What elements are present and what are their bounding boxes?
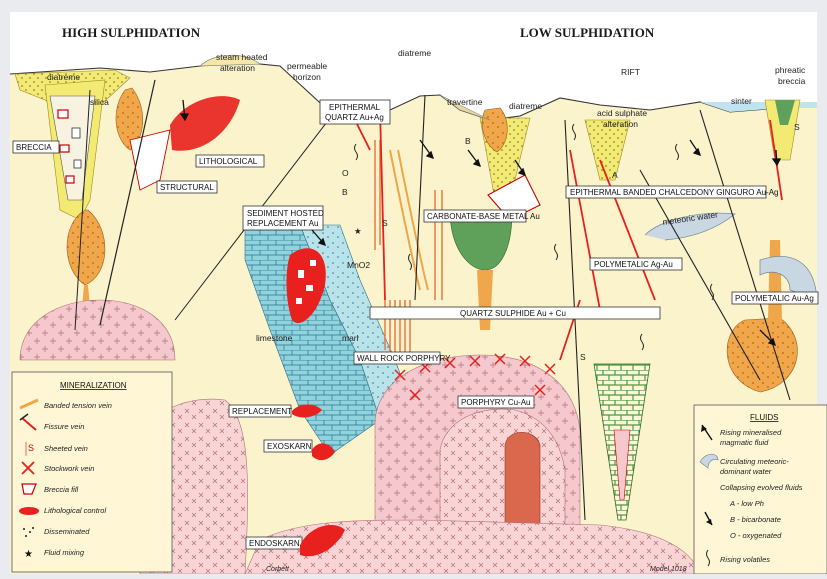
label-diatreme-left: diatreme [47,72,80,82]
svg-text:★: ★ [24,549,33,560]
svg-text:STRUCTURAL: STRUCTURAL [160,183,214,192]
label-diatreme-mid: diatreme [509,101,542,111]
legend-item: Breccia fill [44,485,79,494]
svg-text:PORPHYRY Cu-Au: PORPHYRY Cu-Au [461,398,531,407]
label-silica: silica [90,97,109,107]
label-steam-heated-1: steam heated [216,52,268,62]
legend-item: Lithological control [44,506,106,515]
label-phreatic-2: breccia [778,76,806,86]
svg-text:LITHOLOGICAL: LITHOLOGICAL [199,157,258,166]
svg-text:POLYMETALIC Au-Ag: POLYMETALIC Au-Ag [735,294,814,303]
fluids-legend: FLUIDS Rising mineralised magmatic fluid… [694,405,827,574]
fluids-rising-2: magmatic fluid [720,438,769,447]
fluids-circ-2: dominant water [720,467,772,476]
box-breccia: BRECCIA [13,141,59,153]
label-limestone: limestone [256,333,293,343]
fluids-collapse: Collapsing evolved fluids [720,483,803,492]
letter-a: A [612,170,618,180]
legend-item: Fissure vein [44,422,84,431]
legend-item: Disseminated [44,527,90,536]
box-epithermal-quartz: EPITHERMAL QUARTZ Au+Ag [320,100,390,124]
label-marl: marl [342,333,359,343]
svg-text:POLYMETALIC Ag-Au: POLYMETALIC Ag-Au [594,260,673,269]
star-icon: ★ [24,549,33,560]
svg-text:CARBONATE-BASE METAL Au: CARBONATE-BASE METAL Au [427,212,540,221]
fluids-o: O - oxygenated [730,531,782,540]
letter-o: O [342,168,349,178]
lithological-icon [19,507,39,515]
box-lithological: LITHOLOGICAL [196,155,264,167]
legend-item: Sheeted vein [44,444,88,453]
star-mix: ★ [354,226,362,236]
label-rift: RIFT [621,67,640,77]
label-sinter: sinter [731,96,752,106]
svg-text:EPITHERMAL BANDED CHALCEDONY G: EPITHERMAL BANDED CHALCEDONY GINGURO Au-… [570,188,779,197]
label-permeable-2: horizon [293,72,321,82]
box-carbonate-base-metal: CARBONATE-BASE METAL Au [424,210,540,222]
heading-high-sulphidation: HIGH SULPHIDATION [62,25,201,40]
feeder-right [768,240,782,320]
box-quartz-sulphide: QUARTZ SULPHIDE Au + Cu [370,307,660,319]
legend-fluids-title: FLUIDS [750,413,778,422]
box-polymetalic-ag-au: POLYMETALIC Ag-Au [590,258,682,270]
label-steam-heated-2: alteration [220,63,255,73]
svg-text:QUARTZ SULPHIDE Au + Cu: QUARTZ SULPHIDE Au + Cu [460,309,566,318]
legend-item: Fluid mixing [44,548,85,557]
fluids-circ-1: Circulating meteoric- [720,457,789,466]
box-polymetalic-au-ag: POLYMETALIC Au-Ag [732,292,818,304]
box-exoskarn: EXOSKARN [264,440,312,452]
box-porphyry-cu-au: PORPHYRY Cu-Au [458,396,534,408]
label-mno2: MnO2 [347,260,370,270]
box-sediment-hosted: SEDIMENT HOSTED REPLACEMENT Au [243,206,324,230]
porphyry-red-core [505,432,540,530]
fluids-a: A - low Ph [729,499,764,508]
letter-s-right: S [580,352,586,362]
svg-text:QUARTZ Au+Ag: QUARTZ Au+Ag [325,113,384,122]
fluids-volatiles: Rising volatiles [720,555,770,564]
svg-text:EXOSKARN: EXOSKARN [267,442,312,451]
label-permeable-1: permeable [287,61,327,71]
label-acid-1: acid sulphate [597,108,647,118]
label-acid-2: alteration [603,119,638,129]
box-epithermal-chalcedony: EPITHERMAL BANDED CHALCEDONY GINGURO Au-… [566,186,779,198]
svg-text:ENDOSKARN: ENDOSKARN [249,539,300,548]
label-travertine: travertine [447,97,483,107]
svg-text:EPITHERMAL: EPITHERMAL [329,103,381,112]
letter-s-mid: S [382,218,388,228]
label-diatreme-top: diatreme [398,48,431,58]
svg-text:S: S [28,443,34,453]
fluids-b: B - bicarbonate [730,515,781,524]
credit-model: Model 1018 [650,566,687,573]
letter-b-mid: B [465,136,471,146]
label-phreatic-1: phreatic [775,65,806,75]
box-replacement: REPLACEMENT [229,405,292,417]
svg-text:REPLACEMENT: REPLACEMENT [232,407,292,416]
svg-text:SEDIMENT HOSTED: SEDIMENT HOSTED [247,209,324,218]
box-wall-rock-porphyry: WALL ROCK PORPHYRY [354,352,451,364]
svg-text:BRECCIA: BRECCIA [16,143,52,152]
mineralization-legend: MINERALIZATION Banded tension vein Fissu… [12,372,172,572]
heading-low-sulphidation: LOW SULPHIDATION [520,25,655,40]
letter-b-left: B [342,187,348,197]
box-endoskarn: ENDOSKARN [246,537,302,549]
legend-item: Stockwork vein [44,464,94,473]
box-structural: STRUCTURAL [157,181,217,193]
letter-s-phreatic: S [794,122,800,132]
legend-item: Banded tension vein [44,401,112,410]
legend-mineralization-title: MINERALIZATION [60,381,127,390]
svg-text:REPLACEMENT Au: REPLACEMENT Au [247,219,318,228]
fluids-rising-1: Rising mineralised [720,428,782,437]
credit-corbett: Corbett [266,566,290,573]
svg-text:WALL ROCK PORPHYRY: WALL ROCK PORPHYRY [357,354,451,363]
